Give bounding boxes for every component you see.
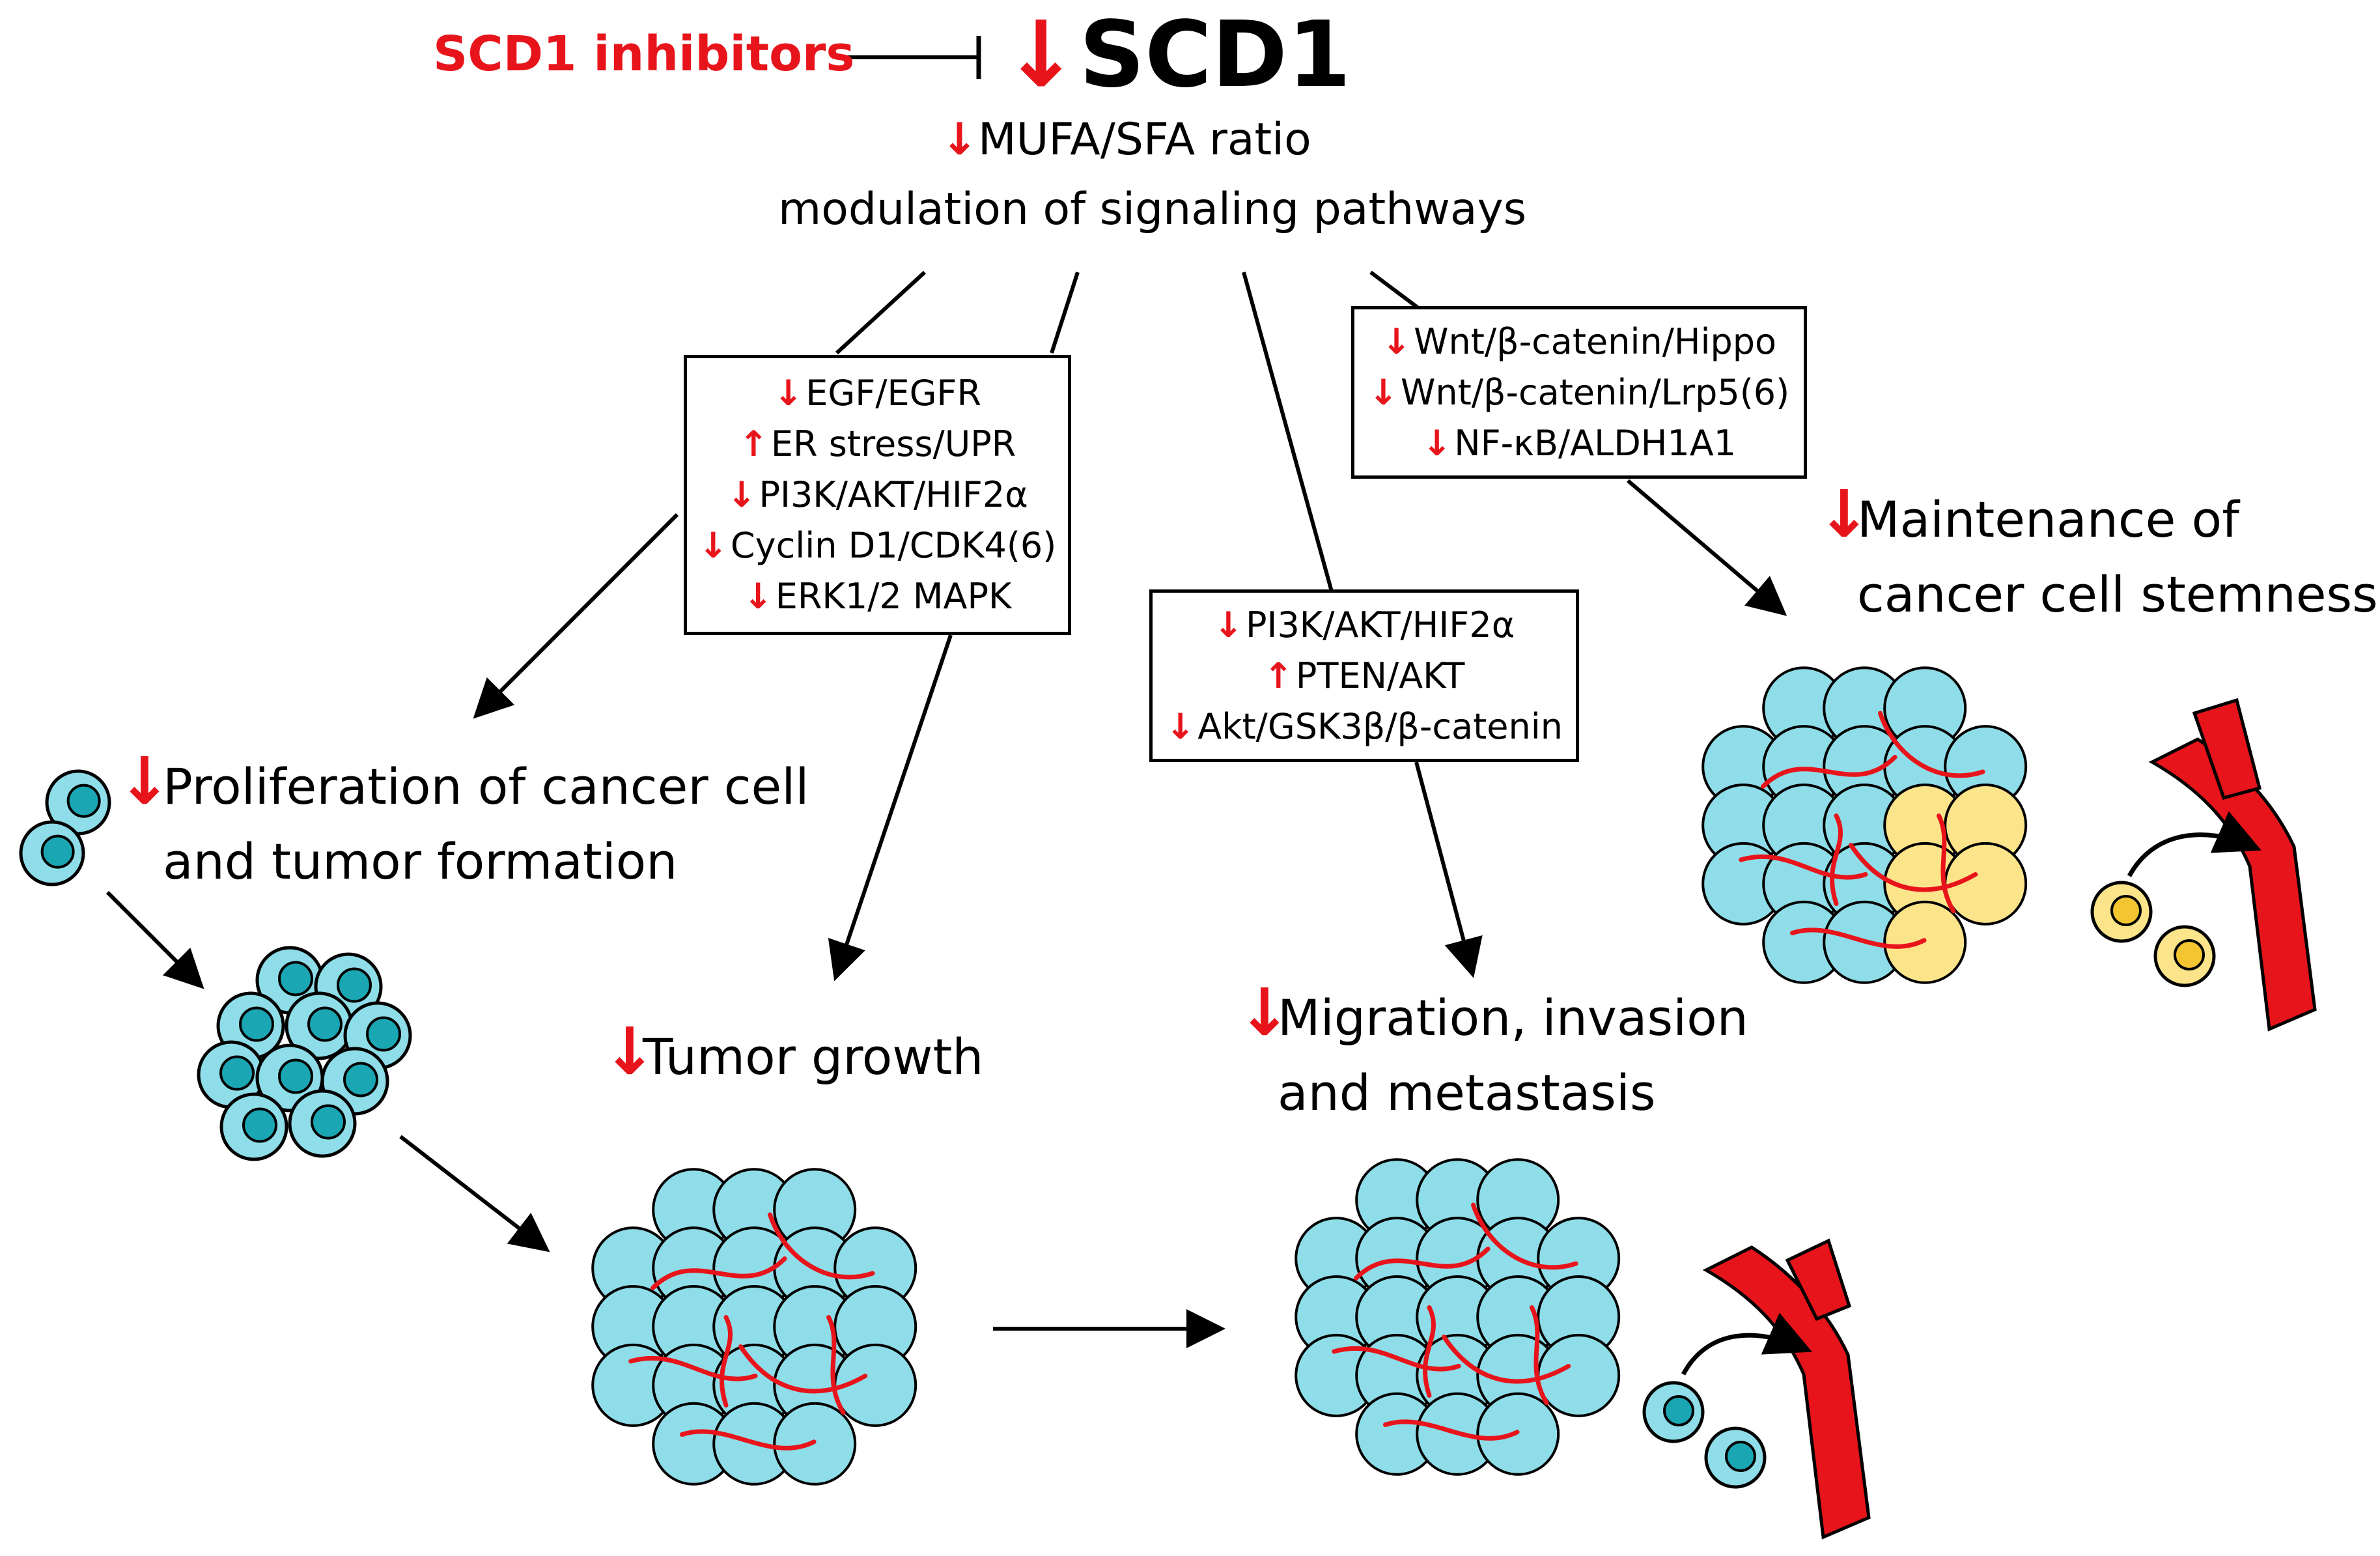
metastasis-escaping-cells — [1642, 1381, 1767, 1489]
arrow-cells-to-cluster — [105, 890, 204, 989]
pathway-item: ↓PI3K/AKT/HIF2α — [727, 470, 1028, 520]
pathway-item: ↓Cyclin D1/CDK4(6) — [699, 520, 1057, 571]
flow-arrows — [105, 479, 1787, 1348]
pathway-item: ↓Akt/GSK3β/β-catenin — [1166, 701, 1563, 752]
signaling-pathways-label: modulation of signaling pathways — [778, 184, 1527, 235]
outcome-tumor-growth-text: Tumor growth — [643, 1028, 984, 1086]
pathway-item: ↓NF-κB/ALDH1A1 — [1422, 418, 1736, 469]
outcome-migration: ↓ Migration, invasion and metastasis — [1237, 975, 1748, 1130]
down-arrow-icon: ↓ — [1421, 422, 1452, 464]
pathway-item: ↓PI3K/AKT/HIF2α — [1214, 600, 1515, 651]
down-arrow-icon: ↓ — [743, 576, 773, 617]
outcome-migration-line2: and metastasis — [1278, 1064, 1656, 1122]
down-arrow-icon: ↓ — [1368, 371, 1399, 413]
mufa-sfa-label: ↓MUFA/SFA ratio — [941, 114, 1311, 165]
small-cell-cluster — [197, 946, 412, 1161]
pathway-item: ↑PTEN/AKT — [1264, 651, 1465, 701]
mufa-sfa-text: MUFA/SFA ratio — [977, 114, 1311, 165]
up-arrow-icon: ↑ — [738, 423, 768, 464]
pathway-item-text: PI3K/AKT/HIF2α — [759, 474, 1028, 515]
inhibition-connector — [840, 36, 981, 79]
arrow-cluster-to-tumor — [399, 1135, 550, 1252]
outcome-proliferation-line1: Proliferation of cancer cell — [163, 757, 809, 815]
single-cancer-cells — [19, 769, 111, 886]
pathway-item-text: EGF/EGFR — [805, 373, 981, 414]
up-arrow-icon: ↑ — [1263, 655, 1293, 696]
pathway-item-text: Akt/GSK3β/β-catenin — [1197, 705, 1563, 747]
down-arrow-icon: ↓ — [727, 474, 757, 515]
pathway-item-text: Cyclin D1/CDK4(6) — [730, 525, 1057, 566]
outcome-stemness-line2: cancer cell stemness — [1857, 565, 2378, 623]
blood-vessel-metastasis — [1681, 1238, 1871, 1540]
pathway-item: ↓EGF/EGFR — [774, 368, 981, 419]
down-arrow-icon: ↓ — [1003, 2, 1080, 108]
outcome-proliferation-line2: and tumor formation — [163, 832, 678, 890]
down-arrow-icon: ↓ — [773, 373, 804, 414]
pathway-box-migration: ↓PI3K/AKT/HIF2α↑PTEN/AKT↓Akt/GSK3β/β-cat… — [1149, 589, 1579, 762]
arrow-to-proliferation — [473, 513, 679, 719]
pathway-box-proliferation: ↓EGF/EGFR↑ER stress/UPR↓PI3K/AKT/HIF2α↓C… — [684, 355, 1071, 635]
down-arrow-icon: ↓ — [1213, 604, 1243, 645]
stemness-escaping-cells — [2090, 881, 2216, 987]
blood-vessel-stemness — [2127, 698, 2317, 1032]
down-arrow-icon: ↓ — [941, 114, 978, 165]
arrow-to-migration — [1414, 761, 1483, 978]
pathway-item-text: Wnt/β-catenin/Lrp5(6) — [1401, 371, 1790, 413]
pathway-item: ↓ERK1/2 MAPK — [744, 571, 1012, 622]
pathway-item-text: PI3K/AKT/HIF2α — [1245, 604, 1515, 645]
pathway-item: ↓Wnt/β-catenin/Lrp5(6) — [1369, 367, 1789, 418]
pathway-item-text: Wnt/β-catenin/Hippo — [1414, 320, 1777, 362]
pathway-item: ↑ER stress/UPR — [739, 419, 1016, 470]
scd1-inhibitors-label: SCD1 inhibitors — [433, 26, 855, 82]
pathway-item-text: NF-κB/ALDH1A1 — [1454, 422, 1737, 464]
arrow-to-stemness — [1627, 479, 1787, 616]
pathway-item: ↓Wnt/β-catenin/Hippo — [1382, 317, 1776, 367]
pathway-box-stemness: ↓Wnt/β-catenin/Hippo↓Wnt/β-catenin/Lrp5(… — [1351, 306, 1807, 479]
down-arrow-icon: ↓ — [602, 1013, 657, 1090]
tumor-mass-stemness — [1701, 666, 2028, 984]
down-arrow-icon: ↓ — [117, 743, 172, 819]
pathway-item-text: PTEN/AKT — [1295, 655, 1465, 696]
down-arrow-icon: ↓ — [1381, 320, 1412, 362]
outcome-proliferation: ↓ Proliferation of cancer cell and tumor… — [117, 744, 809, 899]
tumor-mass-metastasis — [1295, 1158, 1621, 1476]
outcome-stemness: ↓ Maintenance of cancer cell stemness — [1817, 477, 2378, 632]
tumor-mass-growth — [591, 1168, 917, 1486]
branch-lines — [835, 270, 1424, 592]
down-arrow-icon: ↓ — [1237, 974, 1292, 1051]
down-arrow-icon: ↓ — [1817, 476, 1871, 552]
arrow-to-tumor-growth — [828, 634, 953, 982]
pathway-item-text: ERK1/2 MAPK — [775, 576, 1012, 617]
outcome-stemness-line1: Maintenance of — [1857, 490, 2239, 548]
down-arrow-icon: ↓ — [698, 525, 728, 566]
scd1-label: SCD1 — [1079, 2, 1351, 108]
down-arrow-icon: ↓ — [1166, 705, 1196, 747]
scd1-title: ↓SCD1 — [1003, 7, 1351, 104]
outcome-tumor-growth: ↓ Tumor growth — [602, 1014, 984, 1094]
pathway-item-text: ER stress/UPR — [770, 423, 1016, 464]
outcome-migration-line1: Migration, invasion — [1278, 989, 1748, 1047]
